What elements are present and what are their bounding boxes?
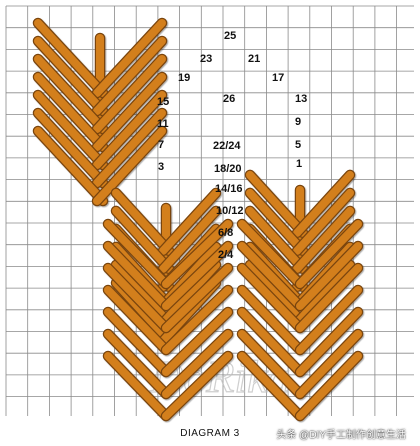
stitch	[34, 19, 107, 97]
stitch	[112, 206, 173, 273]
stitch	[296, 286, 362, 354]
stitch-number-7: 7	[158, 139, 164, 151]
stitch-number-6-8: 6/8	[218, 227, 233, 239]
stitch-number-5: 5	[295, 139, 301, 151]
stitch	[293, 170, 354, 237]
stitch-number-17: 17	[272, 72, 284, 84]
stitch-number-25: 25	[224, 30, 236, 42]
stitch	[104, 264, 170, 332]
stitch	[112, 260, 173, 327]
stitch	[93, 73, 166, 151]
stitch	[104, 330, 170, 398]
stitch	[162, 264, 232, 332]
stitch	[296, 352, 362, 420]
stitch-number-26: 26	[223, 93, 235, 105]
stitch	[162, 352, 232, 420]
stitch	[34, 109, 107, 187]
stitch	[293, 260, 354, 327]
stitch	[238, 242, 304, 310]
stitch	[159, 188, 220, 255]
stitch	[296, 308, 362, 376]
stitch	[104, 308, 170, 376]
stitch	[238, 352, 304, 420]
diagram-caption: DIAGRAM 3	[180, 428, 240, 439]
stitch	[93, 109, 166, 187]
stitch	[93, 37, 166, 115]
stitch-number-13: 13	[295, 93, 307, 105]
stitch-number-21: 21	[248, 53, 260, 65]
stitch	[93, 55, 166, 133]
stitch	[162, 220, 232, 288]
stitch	[34, 55, 107, 133]
stitch	[238, 220, 304, 288]
stitch-number-18-20: 18/20	[214, 163, 242, 175]
stitch	[246, 260, 307, 327]
stitch-number-14-16: 14/16	[215, 183, 243, 195]
stitch-number-11: 11	[157, 118, 169, 130]
stitch	[34, 37, 107, 115]
stitch-number-10-12: 10/12	[216, 205, 244, 217]
stitch	[93, 127, 166, 205]
stitch	[162, 330, 232, 398]
stitch-number-3: 3	[158, 161, 164, 173]
stitch	[93, 19, 166, 97]
stitch	[162, 242, 232, 310]
stitch-number-9: 9	[295, 116, 301, 128]
stitch	[104, 220, 170, 288]
stitch-number-23: 23	[200, 53, 212, 65]
stitch	[34, 73, 107, 151]
stitch	[246, 206, 307, 273]
stitch	[159, 206, 220, 273]
stitch	[246, 188, 307, 255]
stitch	[162, 286, 232, 354]
attribution-watermark: 头条 @DIY手工制作创意生活	[276, 430, 406, 441]
stitch	[104, 242, 170, 310]
stitch	[238, 330, 304, 398]
stitch	[238, 286, 304, 354]
stitch	[296, 242, 362, 310]
stitch	[159, 260, 220, 327]
stitch	[238, 264, 304, 332]
stitch-number-labels: 25 23 21 19 17 15 26 13 11 9 7 22/24 5 3…	[157, 30, 307, 261]
stitch	[112, 188, 173, 255]
stitch-number-22-24: 22/24	[213, 140, 241, 152]
stitch	[246, 170, 307, 237]
stitch	[162, 308, 232, 376]
stitch	[293, 188, 354, 255]
stitch	[34, 127, 107, 205]
stitch	[296, 264, 362, 332]
stitch-number-19: 19	[178, 72, 190, 84]
stitch	[293, 206, 354, 273]
stitches	[32, 17, 364, 422]
stitch	[238, 308, 304, 376]
stitch	[93, 91, 166, 169]
stitch-number-1: 1	[296, 158, 302, 170]
stitch	[34, 91, 107, 169]
stitch-number-15: 15	[157, 96, 169, 108]
stitch-number-2-4: 2/4	[218, 249, 234, 261]
stitch	[296, 220, 362, 288]
stitch	[296, 330, 362, 398]
stitch	[104, 286, 170, 354]
stitch	[104, 352, 170, 420]
